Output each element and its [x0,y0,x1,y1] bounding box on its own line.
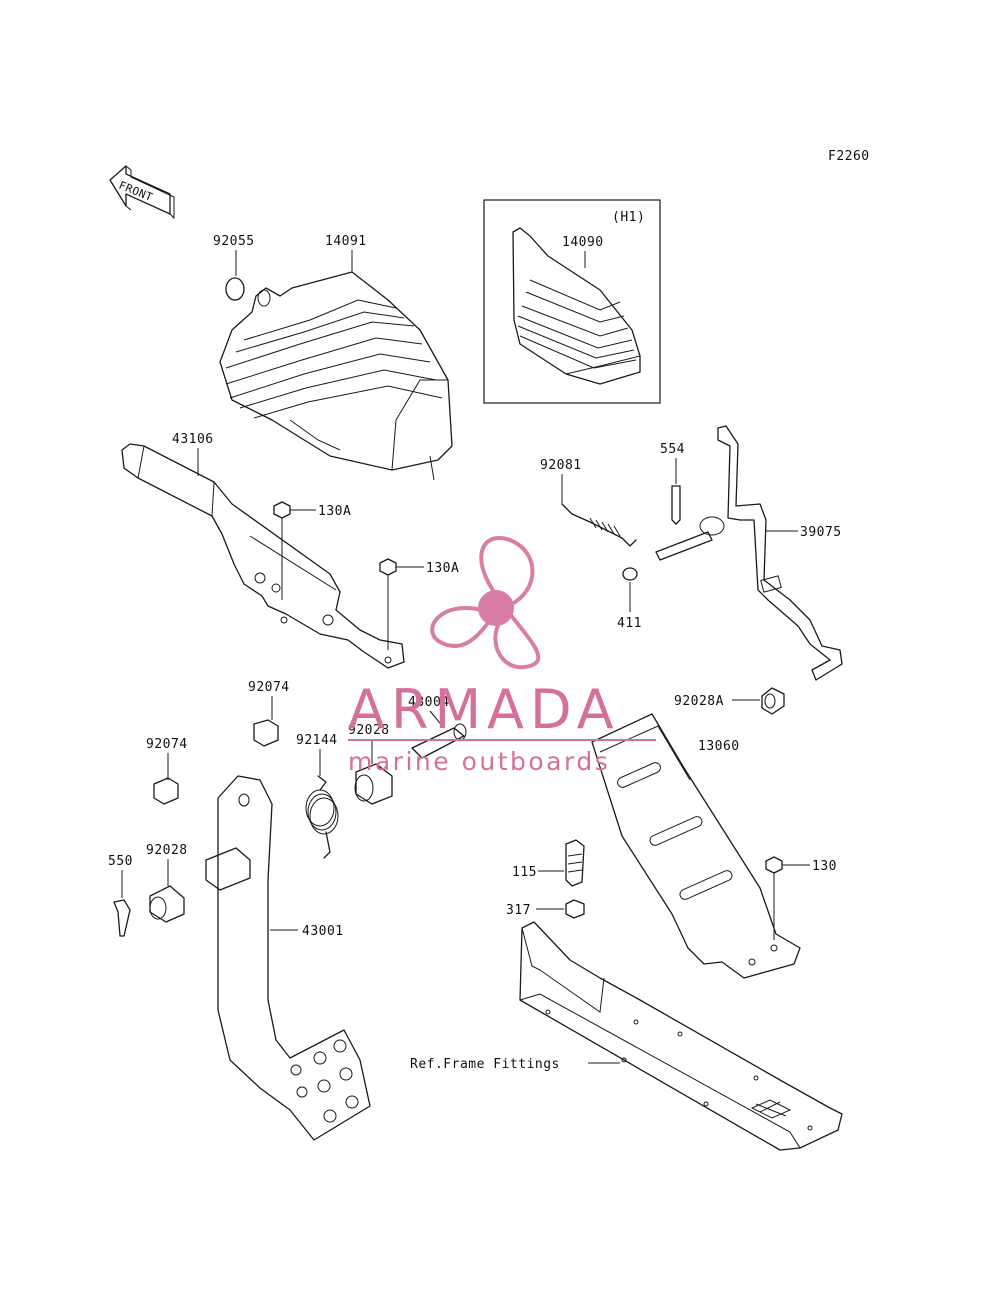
o-ring-92055 [225,277,245,301]
washer-411 [622,567,638,581]
label-92055: 92055 [213,234,255,249]
cap-92074-2 [153,777,179,805]
label-554: 554 [660,442,685,457]
hand-lever-43106 [121,443,405,669]
label-317: 317 [506,903,531,918]
label-92028-1: 92028 [348,723,390,738]
label-39075: 39075 [800,525,842,540]
label-ref-frame-fittings: Ref.Frame Fittings [410,1057,560,1072]
label-43001: 43001 [302,924,344,939]
label-14090: 14090 [562,235,604,250]
boot-14091 [219,271,453,481]
label-92074-1: 92074 [248,680,290,695]
label-43106: 43106 [172,432,214,447]
bolt-115 [565,839,585,887]
label-92028a: 92028A [674,694,724,709]
armada-watermark: ARMADA marine outboards [348,536,656,776]
label-130: 130 [812,859,837,874]
label-13060: 13060 [698,739,740,754]
nut-317 [565,899,585,919]
cap-92074-1 [253,719,279,747]
front-arrow-icon: FRONT [109,165,175,220]
label-130a-1: 130A [318,504,351,519]
bushing-92028-2 [149,885,185,923]
bushing-92028-1 [354,763,393,805]
label-550: 550 [108,854,133,869]
label-92074-2: 92074 [146,737,188,752]
bolt-130a-2 [379,558,397,650]
watermark-tagline: marine outboards [348,747,610,776]
bushing-92028a [761,687,785,715]
label-115: 115 [512,865,537,880]
label-14091: 14091 [325,234,367,249]
cotter-pin-554 [671,485,681,525]
label-92144: 92144 [296,733,338,748]
figure-code: F2260 [828,149,870,164]
bracket-13060 [591,713,801,979]
brake-pedal-43001 [205,775,371,1141]
label-130a-2: 130A [426,561,459,576]
inset-h1-box: (H1) 14090 [483,199,661,404]
bolt-130 [765,856,783,940]
shaft-39075 [655,425,843,681]
cotter-pin-550 [113,899,131,937]
label-92028-2: 92028 [146,843,188,858]
label-43004: 43004 [408,695,450,710]
label-411: 411 [617,616,642,631]
frame-fittings [519,921,843,1151]
spring-92081 [561,503,637,547]
bolt-130a-1 [273,501,291,600]
label-92081: 92081 [540,458,582,473]
watermark-name: ARMADA [348,678,620,741]
inset-tag: (H1) [612,210,645,225]
propeller-logo-icon [430,536,541,670]
torsion-spring-92144 [305,775,339,859]
boot-14090 [512,227,641,385]
